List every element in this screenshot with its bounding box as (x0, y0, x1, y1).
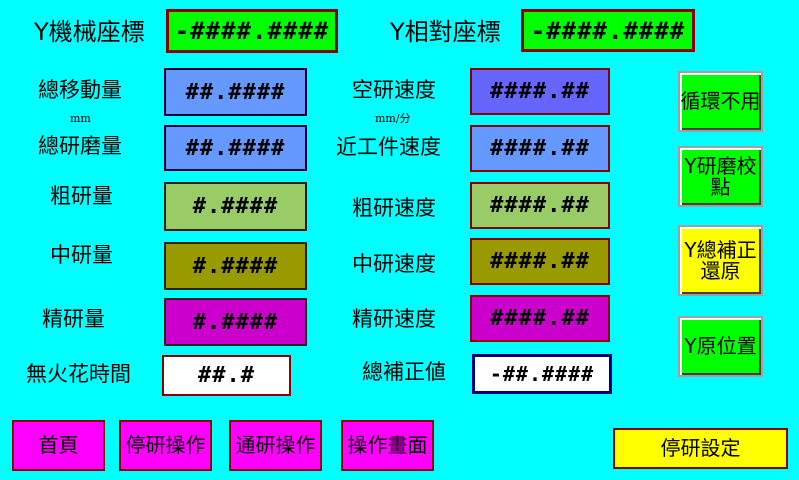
total-comp-label: 總補正値 (362, 360, 446, 384)
y-machine-coord-label: Y機械座標 (34, 18, 145, 46)
rough-grind-field[interactable]: #.#### (164, 182, 307, 231)
operation-screen-button[interactable]: 操作畫面 (341, 420, 434, 471)
fine-grind-field[interactable]: #.#### (164, 298, 307, 346)
medium-speed-label: 中研速度 (352, 252, 436, 276)
medium-speed-field[interactable]: ####.## (470, 238, 610, 285)
air-grind-speed-field[interactable]: ####.## (470, 68, 610, 115)
total-move-field[interactable]: ##.#### (164, 68, 307, 116)
medium-grind-field[interactable]: #.#### (164, 242, 307, 290)
rough-grind-label: 粗研量 (50, 184, 113, 208)
total-move-unit: mm (70, 112, 91, 125)
y-origin-button[interactable]: Y原位置 (678, 316, 763, 377)
y-comp-restore-button[interactable]: Y總補正 還原 (678, 225, 763, 296)
cycle-disabled-button[interactable]: 循環不用 (678, 71, 763, 132)
sparkout-time-field[interactable]: ##.# (162, 355, 291, 396)
rough-speed-label: 粗研速度 (352, 196, 436, 220)
home-button[interactable]: 首頁 (12, 420, 105, 471)
y-grind-point-button[interactable]: Y研磨校點 (678, 146, 763, 207)
sparkout-time-label: 無火花時間 (26, 362, 131, 386)
speed-unit: mm/分 (375, 112, 411, 125)
fine-grind-label: 精研量 (42, 307, 105, 331)
fine-speed-label: 精研速度 (352, 307, 436, 331)
rough-speed-field[interactable]: ####.## (470, 182, 610, 229)
medium-grind-label: 中研量 (50, 243, 113, 267)
y-relative-coord-value: -####.#### (521, 9, 695, 52)
air-grind-speed-label: 空研速度 (352, 78, 436, 102)
stop-grind-settings-button[interactable]: 停研設定 (613, 428, 788, 469)
approach-speed-label: 近工件速度 (336, 135, 441, 159)
total-comp-field[interactable]: -##.#### (472, 354, 612, 394)
approach-speed-field[interactable]: ####.## (470, 125, 610, 172)
fine-speed-field[interactable]: ####.## (470, 295, 610, 342)
total-grind-field[interactable]: ##.#### (164, 125, 307, 171)
y-machine-coord-value: -####.#### (166, 9, 338, 53)
stop-grind-op-button[interactable]: 停研操作 (119, 420, 212, 471)
y-relative-coord-label: Y相對座標 (390, 18, 501, 46)
total-move-label: 總移動量 (38, 78, 122, 102)
y-comp-restore-line1: Y總補正 (684, 237, 757, 262)
through-grind-op-button[interactable]: 通研操作 (229, 420, 322, 471)
total-grind-label: 總研磨量 (38, 134, 122, 158)
y-comp-restore-line2: 還原 (700, 258, 741, 283)
